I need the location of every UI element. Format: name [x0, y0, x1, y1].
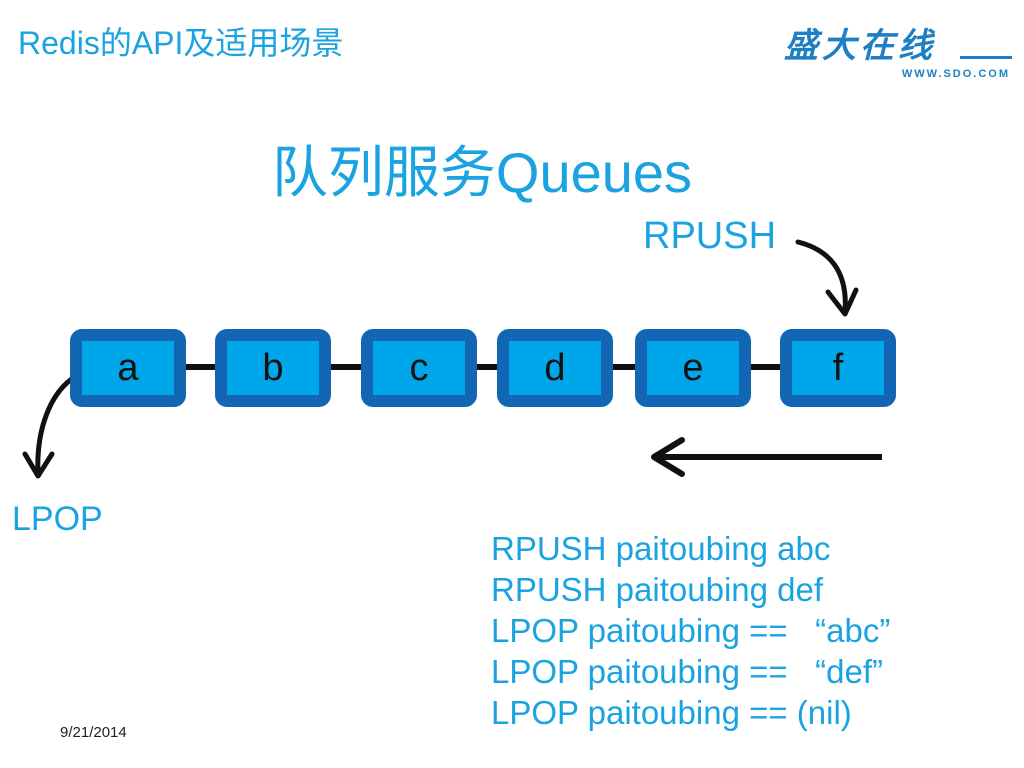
- lpop-label: LPOP: [12, 500, 103, 538]
- queue-node-c: c: [361, 329, 477, 407]
- rpush-arrowhead-icon: [825, 287, 859, 317]
- queue-node-d: d: [497, 329, 613, 407]
- command-line: RPUSH paitoubing def: [491, 571, 824, 608]
- queue-node-b: b: [215, 329, 331, 407]
- queue-node-label: e: [647, 341, 739, 395]
- logo-underline: [960, 56, 1012, 59]
- header-title: Redis的API及适用场景: [18, 25, 344, 61]
- command-line: LPOP paitoubing == (nil): [491, 694, 852, 731]
- rpush-label: RPUSH: [643, 215, 777, 257]
- command-list: RPUSH paitoubing abc RPUSH paitoubing de…: [491, 528, 890, 733]
- rpush-arrow-icon: [795, 239, 848, 315]
- sdo-logo: 盛大在线 WWW.SDO.COM: [784, 18, 1012, 80]
- queue-node-a: a: [70, 329, 186, 407]
- slide-date: 9/21/2014: [60, 724, 127, 741]
- queue-node-f: f: [780, 329, 896, 407]
- queue-node-label: a: [82, 341, 174, 395]
- queue-node-label: f: [792, 341, 884, 395]
- queue-node-e: e: [635, 329, 751, 407]
- queue-node-label: b: [227, 341, 319, 395]
- queue-node-label: c: [373, 341, 465, 395]
- queue-node-label: d: [509, 341, 601, 395]
- direction-arrowhead-icon: [651, 437, 685, 477]
- command-line: LPOP paitoubing == “def”: [491, 653, 883, 690]
- slide-title: 队列服务Queues: [271, 141, 693, 204]
- command-line: RPUSH paitoubing abc: [491, 530, 831, 567]
- logo-url: WWW.SDO.COM: [901, 68, 1010, 80]
- lpop-arrowhead-icon: [22, 451, 55, 479]
- command-line: LPOP paitoubing == “abc”: [491, 612, 891, 649]
- logo-brand: 盛大在线: [784, 26, 936, 66]
